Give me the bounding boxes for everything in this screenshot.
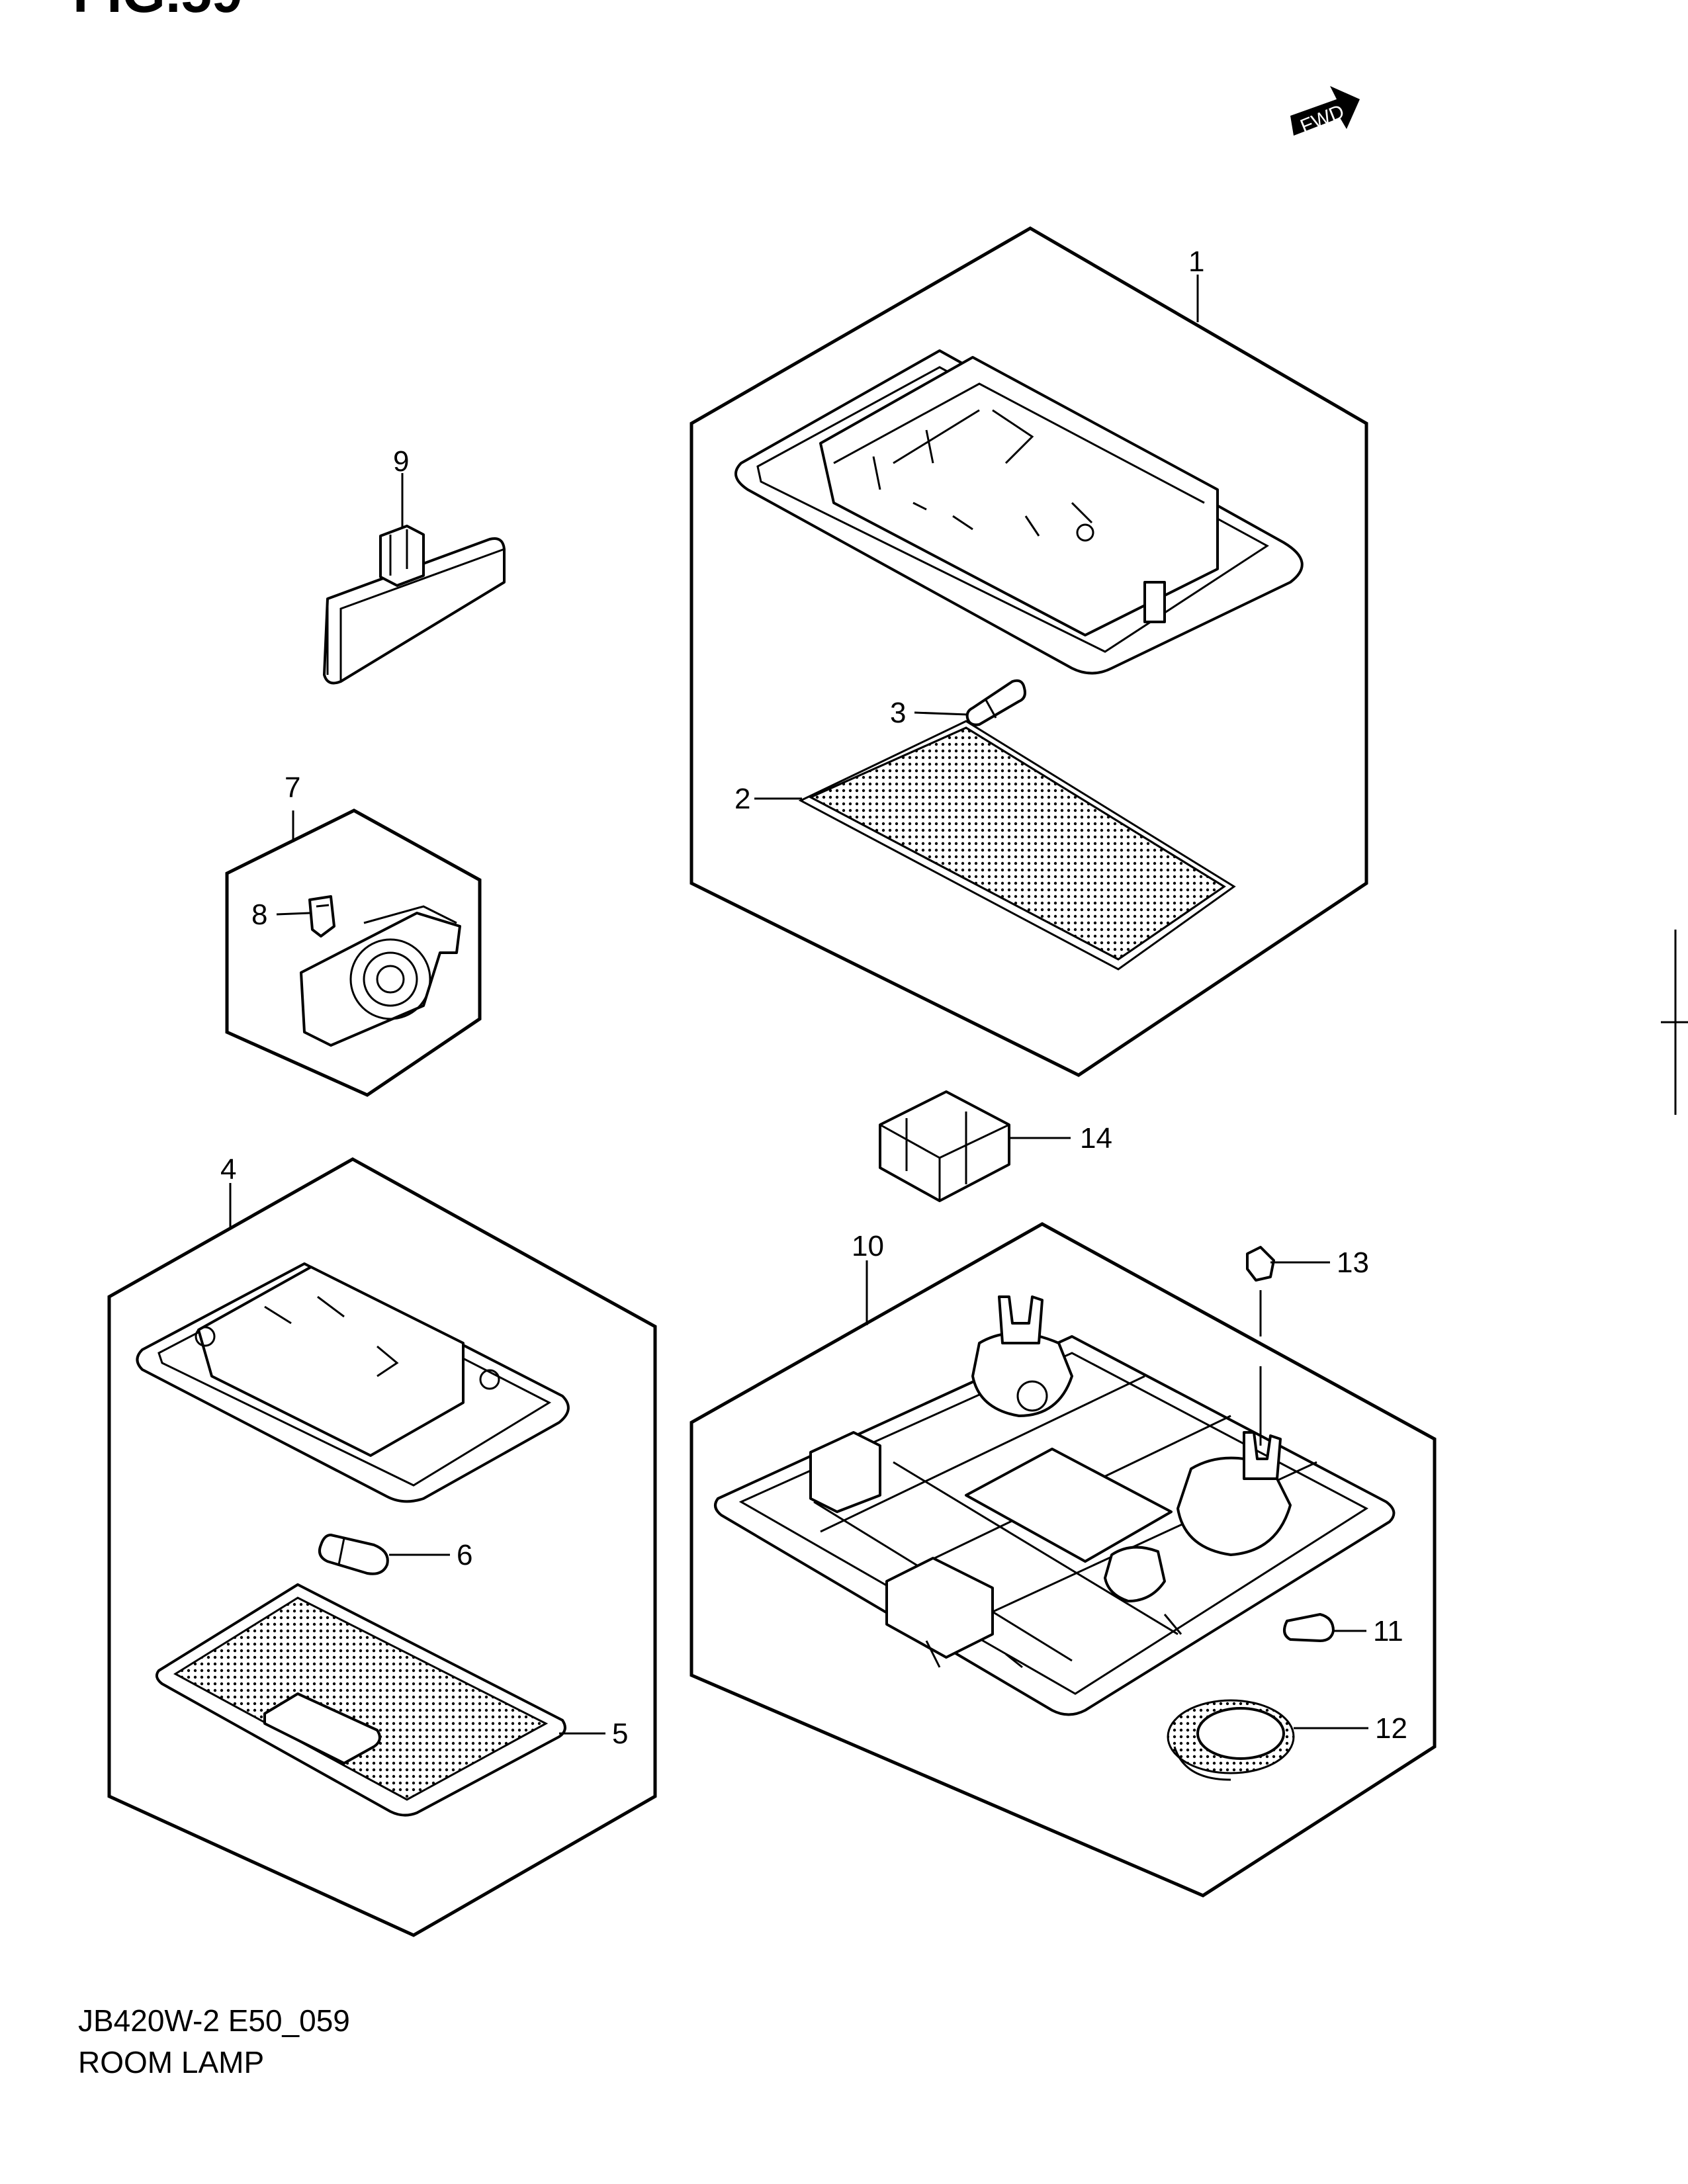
callout-4: 4	[220, 1153, 236, 1186]
part-3-bulb	[965, 679, 1026, 726]
callout-11: 11	[1373, 1615, 1403, 1647]
assembly-4-frame	[107, 1157, 657, 1937]
assembly-7-frame	[225, 808, 482, 1097]
callout-8: 8	[251, 898, 267, 931]
part-12-reflector	[1167, 1699, 1295, 1781]
assembly-1-frame	[689, 226, 1368, 1077]
callout-2: 2	[734, 783, 750, 815]
part-14-connector	[879, 1090, 1010, 1202]
leader-3	[914, 711, 968, 716]
part-7-socket	[300, 905, 461, 1047]
part-5-lens	[155, 1583, 566, 1817]
figure-code: JB420W-2 E50_059	[78, 2003, 350, 2038]
part-6-bulb	[318, 1534, 389, 1575]
callout-9: 9	[393, 445, 409, 478]
fwd-arrow-icon: FWD	[1290, 86, 1360, 138]
callout-3: 3	[890, 697, 906, 729]
figure-heading: FIG.59	[73, 0, 243, 24]
figure-title: ROOM LAMP	[78, 2045, 264, 2079]
callout-13: 13	[1337, 1246, 1369, 1279]
callout-7: 7	[285, 771, 300, 804]
part-9-switch	[323, 525, 506, 685]
assembly-10-frame	[689, 1222, 1437, 1898]
callout-12: 12	[1375, 1712, 1407, 1745]
callout-6: 6	[457, 1539, 472, 1571]
part-1-lamp-housing	[734, 349, 1304, 675]
callout-10: 10	[852, 1230, 884, 1262]
part-4-lamp-housing	[136, 1262, 570, 1503]
part-8-bulb	[308, 895, 335, 938]
callout-1: 1	[1188, 245, 1204, 278]
part-13-clip	[1246, 1246, 1275, 1282]
callout-5: 5	[612, 1718, 628, 1750]
part-2-lens	[798, 720, 1236, 971]
callout-14: 14	[1080, 1122, 1112, 1155]
part-10-bracket	[714, 1295, 1396, 1716]
part-11-bulb	[1283, 1613, 1335, 1642]
leader-8	[276, 912, 310, 916]
